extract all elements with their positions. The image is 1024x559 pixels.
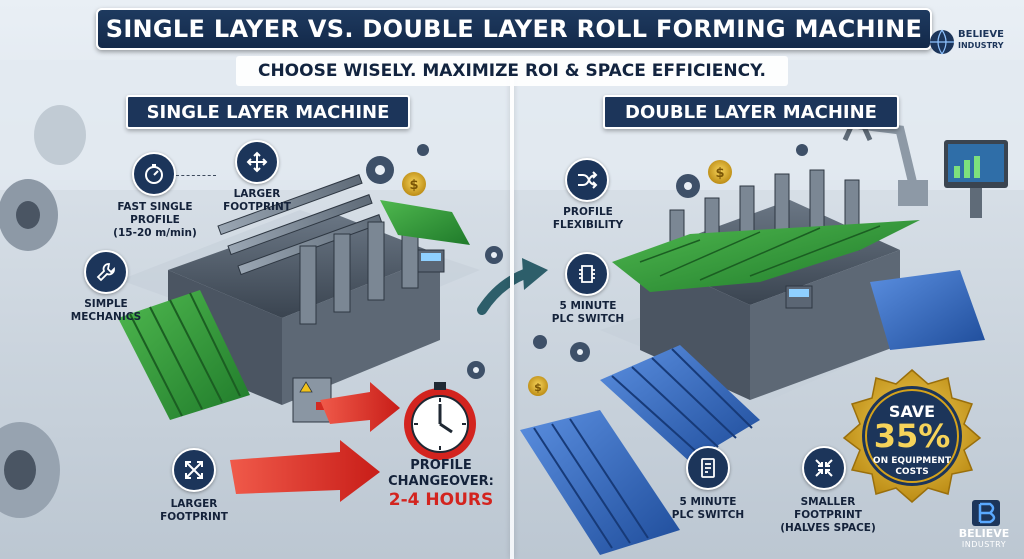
profile-changeover: PROFILE CHANGEOVER: 2-4 HOURS xyxy=(380,458,502,510)
brand-top-sub: INDUSTRY xyxy=(958,41,1004,50)
svg-text:$: $ xyxy=(715,166,724,181)
expand-arrows-icon xyxy=(172,448,216,492)
double-layer-label-text: DOUBLE LAYER MACHINE xyxy=(625,101,877,123)
chip-icon xyxy=(565,252,609,296)
save-line2: COSTS xyxy=(895,467,929,477)
transition-arrow xyxy=(477,258,548,315)
single-layer-label-text: SINGLE LAYER MACHINE xyxy=(146,101,390,123)
page-subtitle: CHOOSE WISELY. MAXIMIZE ROI & SPACE EFFI… xyxy=(257,61,767,81)
subtitle-banner: CHOOSE WISELY. MAXIMIZE ROI & SPACE EFFI… xyxy=(236,56,788,86)
save-badge: SAVE 35% ON EQUIPMENT COSTS xyxy=(842,368,982,508)
move-arrows-icon xyxy=(235,140,279,184)
stopwatch-clock-icon xyxy=(404,382,476,460)
brand-top-name: BELIEVE xyxy=(958,29,1004,40)
double-layer-label: DOUBLE LAYER MACHINE xyxy=(603,95,899,129)
shuffle-arrows-icon xyxy=(565,158,609,202)
double-layer-machine xyxy=(520,169,985,555)
svg-text:$: $ xyxy=(409,178,418,193)
gear-coin-cluster-left: $ xyxy=(366,144,503,379)
brand-logo-top: BELIEVE INDUSTRY xyxy=(928,24,1024,60)
fast-profile-text: FAST SINGLE PROFILE (15-20 m/min) xyxy=(113,201,197,239)
title-banner: SINGLE LAYER VS. DOUBLE LAYER ROLL FORMI… xyxy=(96,8,932,50)
changeover-duration: 2-4 HOURS xyxy=(388,490,494,510)
monitor-right xyxy=(944,140,1008,218)
save-percent: 35% xyxy=(873,417,951,455)
single-layer-machine xyxy=(118,174,480,423)
single-layer-label: SINGLE LAYER MACHINE xyxy=(126,95,410,129)
save-badge-seal xyxy=(842,369,982,503)
save-label: SAVE xyxy=(888,402,936,421)
wrench-icon xyxy=(84,250,128,294)
brand-logo-bottom: BELIEVE INDUSTRY xyxy=(948,498,1020,554)
page-title: SINGLE LAYER VS. DOUBLE LAYER ROLL FORMI… xyxy=(105,15,923,43)
center-divider xyxy=(510,60,514,559)
steel-coil-bottom-left xyxy=(0,422,60,518)
footprint-bottom-text: LARGER FOOTPRINT xyxy=(160,498,228,523)
stopwatch-icon xyxy=(132,152,176,196)
gear-coin-cluster-right: $ $ xyxy=(528,144,808,396)
plc-switch-top-text: 5 MINUTE PLC SWITCH xyxy=(551,300,625,325)
control-panel-icon xyxy=(686,446,730,490)
steel-coil-left xyxy=(0,105,86,251)
brand-bottom-name: BELIEVE xyxy=(958,527,1010,540)
profile-flexibility-text: PROFILE FLEXIBILITY xyxy=(552,206,624,231)
brand-bottom-sub: INDUSTRY xyxy=(961,540,1007,549)
changeover-arrows xyxy=(230,382,400,502)
callout-line xyxy=(176,175,216,176)
smaller-footprint-text: SMALLER FOOTPRINT (HALVES SPACE) xyxy=(780,496,876,534)
plc-switch-bottom-text: 5 MINUTE PLC SWITCH xyxy=(671,496,745,521)
footprint-top-text: LARGER FOOTPRINT xyxy=(223,188,291,213)
simple-mechanics-text: SIMPLE MECHANICS xyxy=(70,298,142,323)
save-line1: ON EQUIPMENT xyxy=(872,456,952,466)
compress-arrows-icon xyxy=(802,446,846,490)
svg-text:$: $ xyxy=(534,381,542,394)
believe-logo-mark xyxy=(972,500,1000,526)
